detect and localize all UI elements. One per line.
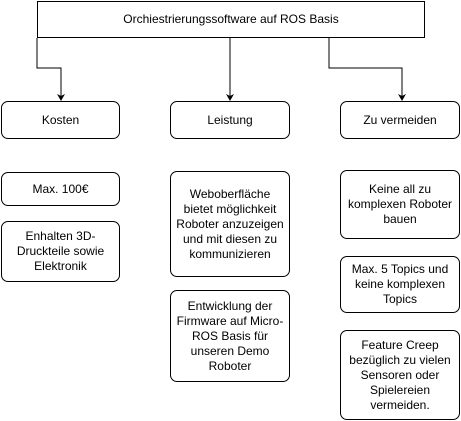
item-leistung-2: Entwicklung der Firmware auf Micro-ROS B… — [170, 290, 290, 382]
arrow-to-zu-vermeiden — [328, 38, 406, 101]
heading-kosten: Kosten — [41, 112, 80, 127]
item-zu-vermeiden-3: Feature Creep bezüglich zu vielen Sensor… — [340, 330, 460, 420]
root-title-box: Orchiestrierungssoftware auf ROS Basis — [37, 1, 425, 38]
heading-leistung-box: Leistung — [170, 101, 290, 139]
item-kosten-2: Enhalten 3D-Druckteile sowie Elektronik — [1, 221, 120, 282]
heading-zu-vermeiden-box: Zu vermeiden — [340, 101, 460, 139]
root-title: Orchiestrierungssoftware auf ROS Basis — [123, 12, 339, 26]
item-kosten-1: Max. 100€ — [1, 172, 120, 206]
item-zu-vermeiden-2: Max. 5 Topics und keine komplexen Topics — [340, 256, 460, 313]
heading-zu-vermeiden: Zu vermeiden — [363, 112, 437, 127]
heading-leistung: Leistung — [207, 112, 253, 127]
heading-kosten-box: Kosten — [1, 101, 120, 139]
item-leistung-1: Weboberfläche bietet möglichkeit Roboter… — [170, 171, 290, 277]
item-zu-vermeiden-1: Keine all zu komplexen Roboter bauen — [340, 170, 460, 239]
arrow-to-kosten — [36, 38, 65, 101]
